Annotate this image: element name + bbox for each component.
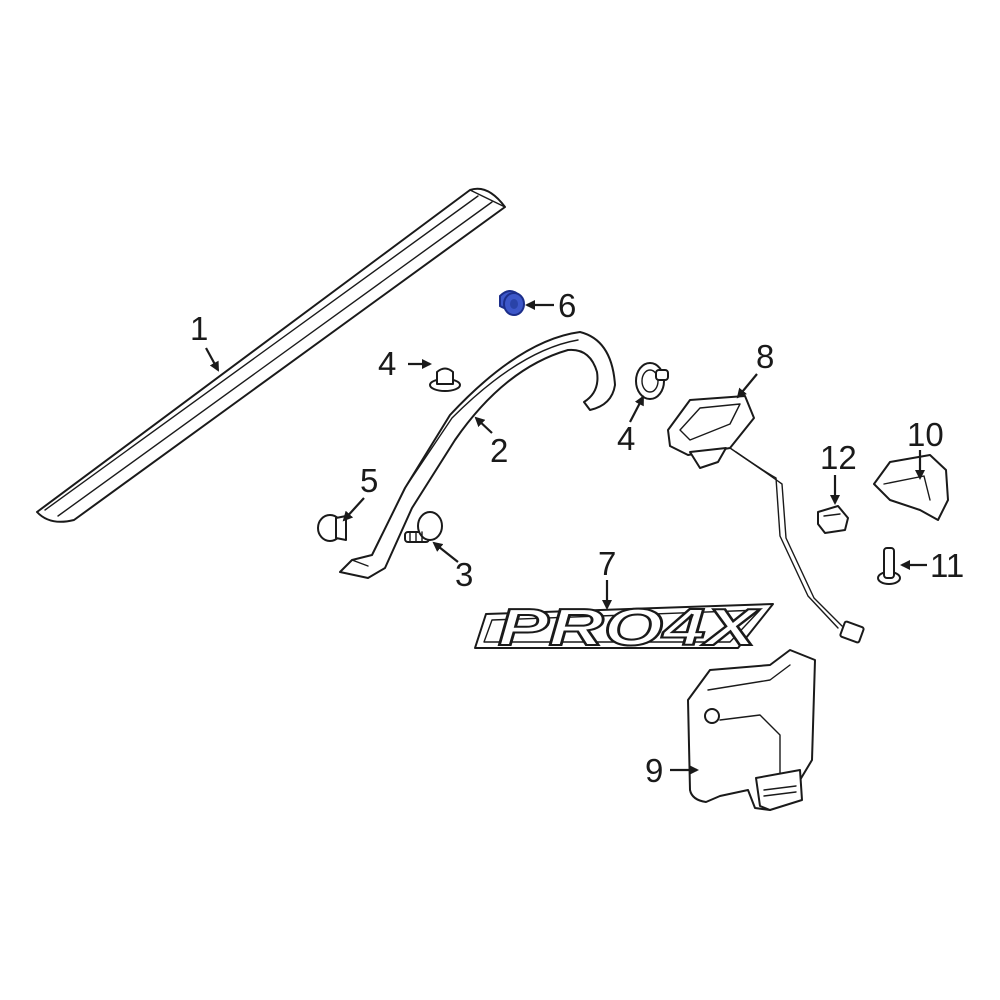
- part-8-connector-harness[interactable]: [667, 395, 865, 644]
- part-10-bracket[interactable]: [873, 454, 949, 521]
- badge-text: PRO4X: [498, 599, 761, 657]
- callout-11: 11: [930, 547, 964, 584]
- callout-12: 12: [820, 439, 857, 476]
- part-1-molding-strip[interactable]: [36, 187, 506, 523]
- part-12-clip-nut[interactable]: [817, 505, 849, 534]
- callout-4-lower: 4: [617, 420, 635, 457]
- part-4-clip-lower[interactable]: [635, 362, 669, 400]
- part-2-wheel-arch[interactable]: [339, 331, 616, 579]
- leader-lines: [205, 300, 927, 775]
- callout-8: 8: [756, 338, 774, 375]
- callout-2: 2: [490, 432, 508, 469]
- part-7-pro4x-emblem[interactable]: PRO4X: [474, 598, 774, 658]
- callout-numbers: 1 2 3 4 4 5 6 7 8 9 10 11 12: [190, 287, 964, 789]
- part-9-connector-module[interactable]: [687, 649, 816, 811]
- callout-10: 10: [907, 416, 944, 453]
- part-3-screw[interactable]: [404, 511, 443, 543]
- callout-7: 7: [598, 545, 616, 582]
- callout-9: 9: [645, 752, 663, 789]
- part-6-highlighted-clip[interactable]: [499, 290, 525, 316]
- part-11-bolt[interactable]: [877, 547, 901, 585]
- part-4-clip-upper[interactable]: [429, 367, 461, 392]
- callout-1: 1: [190, 310, 208, 347]
- callout-4-upper: 4: [378, 345, 396, 382]
- callout-6: 6: [558, 287, 576, 324]
- callout-5: 5: [360, 462, 378, 499]
- callout-3: 3: [455, 556, 473, 593]
- part-5-push-clip[interactable]: [317, 514, 347, 542]
